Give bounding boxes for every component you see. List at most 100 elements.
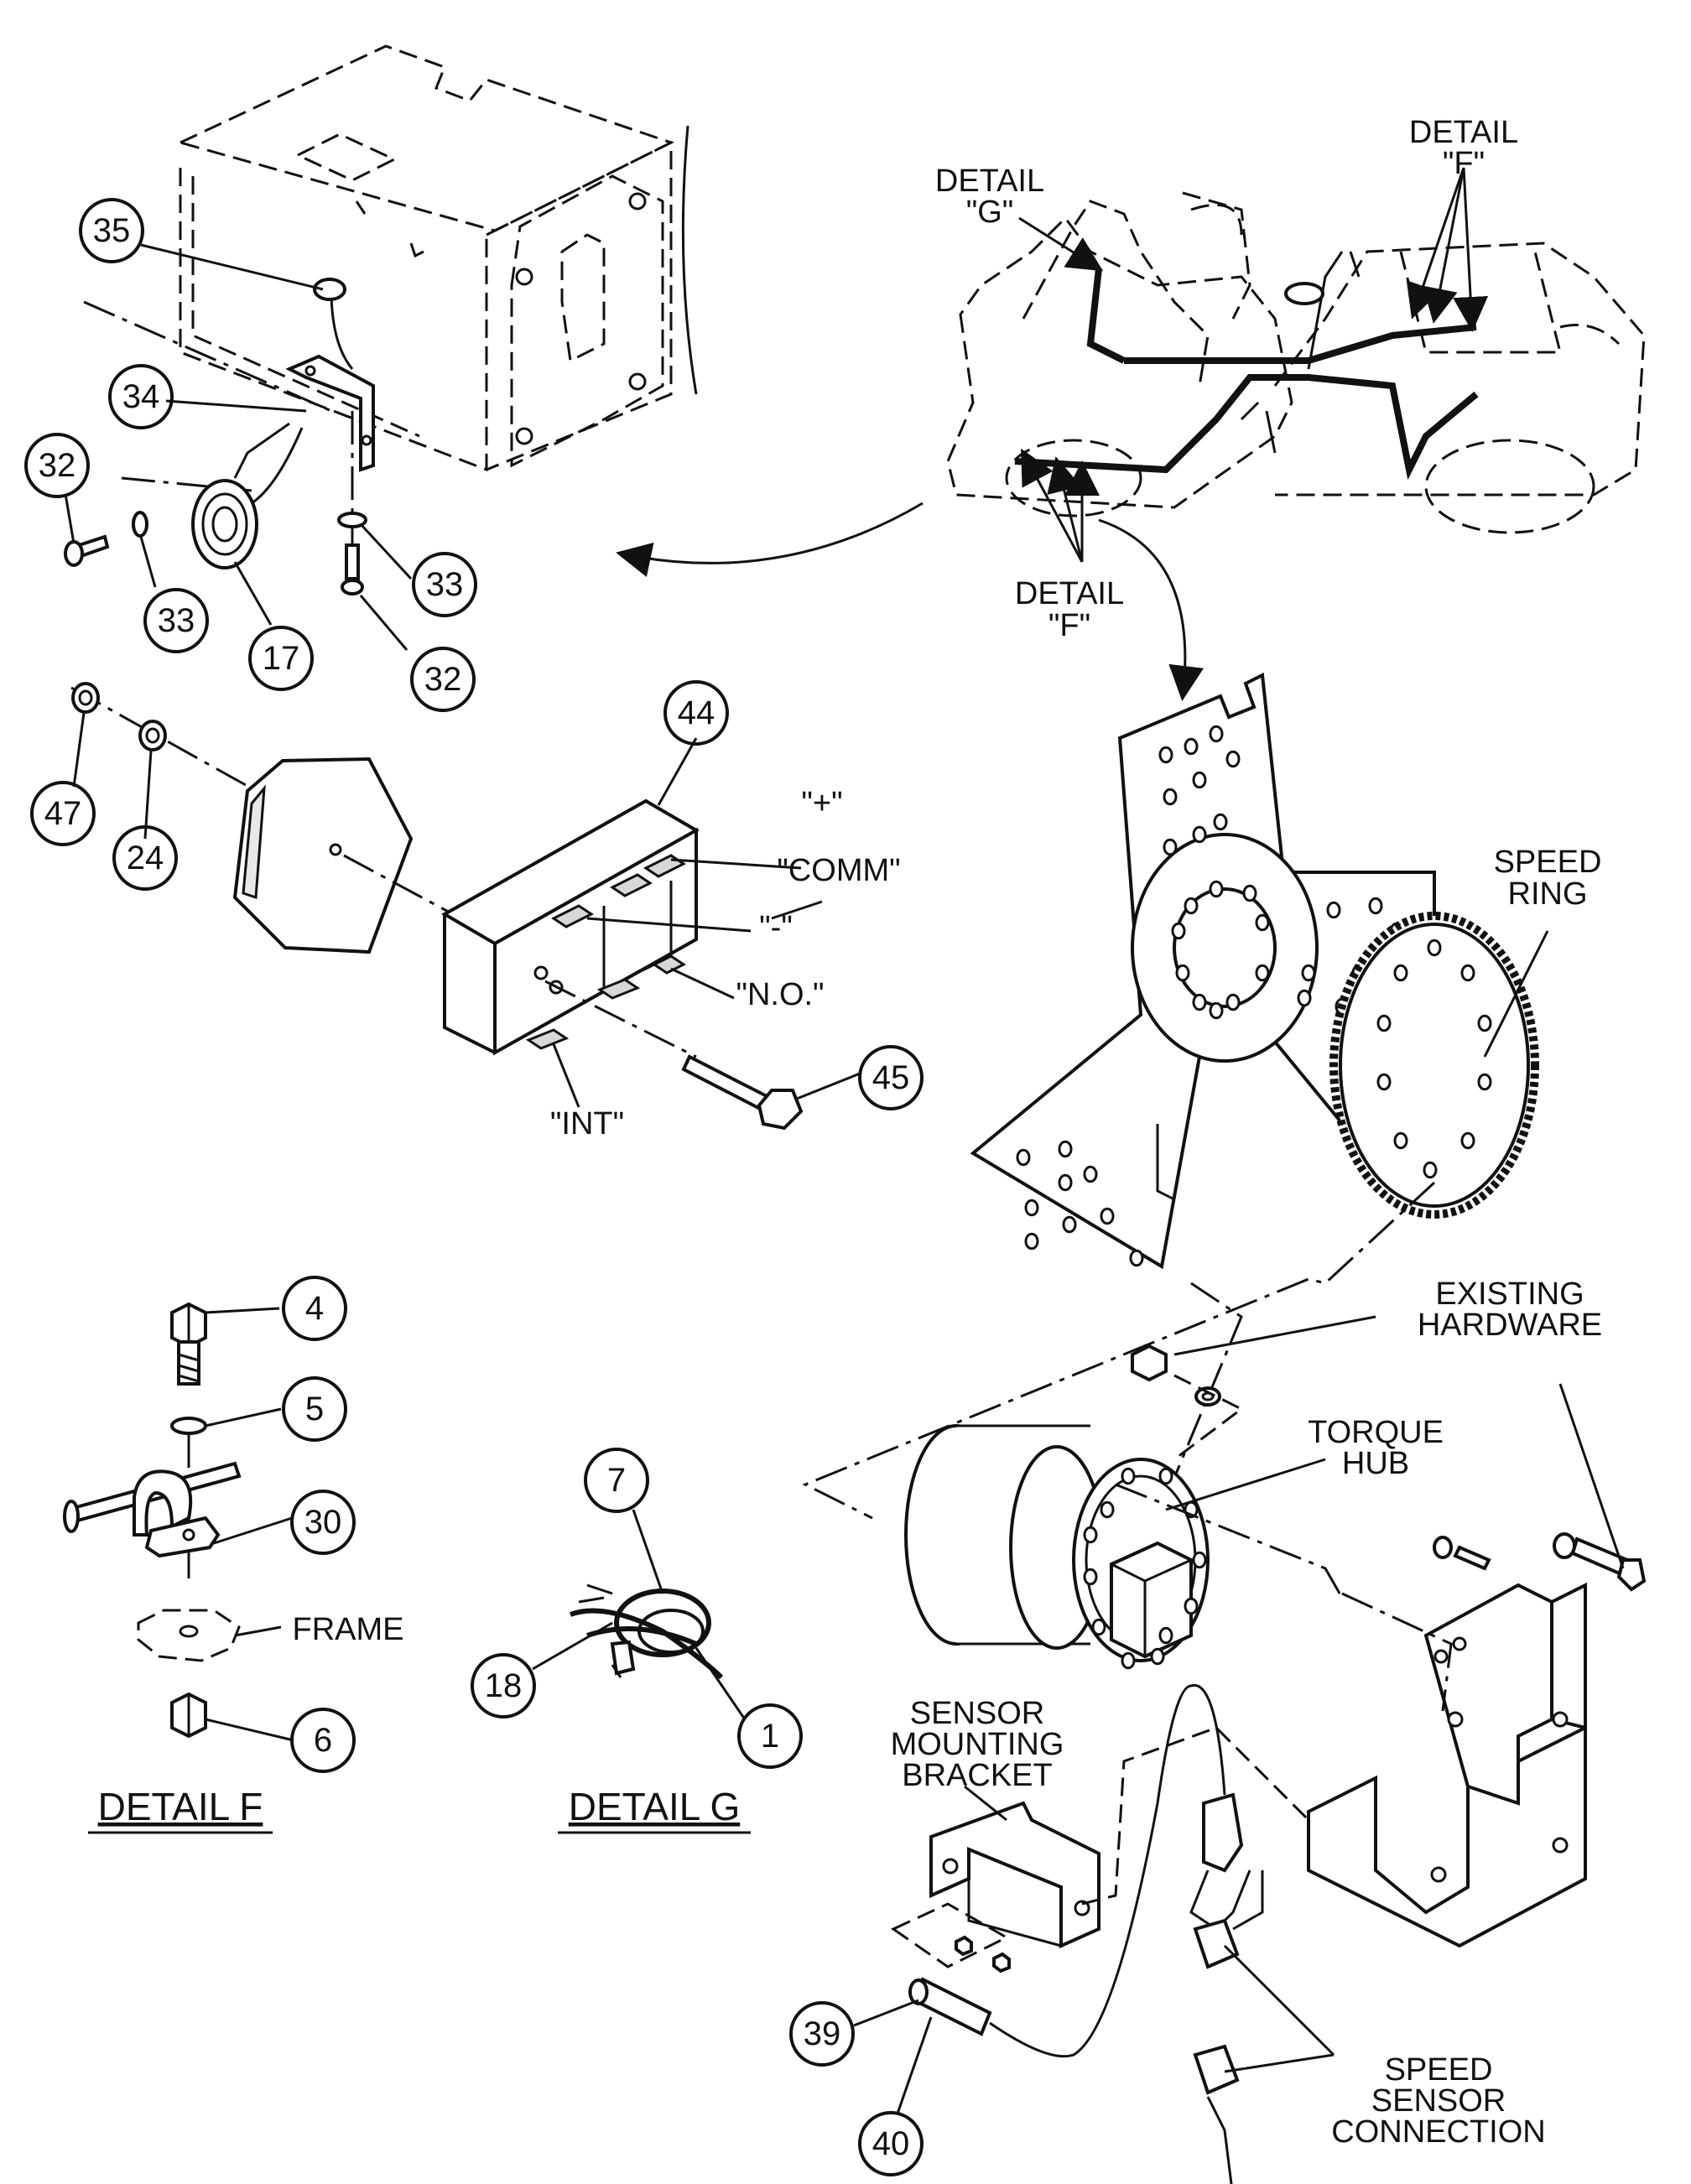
leader-line [853, 1999, 919, 2027]
callout-number: 35 [93, 212, 131, 249]
callout-number: 33 [158, 602, 195, 639]
label-speed-sensor-3: CONNECTION [1331, 2114, 1545, 2150]
callout-number: 17 [263, 640, 300, 677]
bolt-hole [1368, 897, 1383, 915]
washer-5 [170, 1417, 207, 1435]
label-sensor-bracket-3: BRACKET [902, 1758, 1052, 1793]
speed-ring-holes [1376, 939, 1492, 1179]
label-speed-sensor-2: SENSOR [1371, 2083, 1506, 2119]
callout-circle [30, 781, 96, 846]
bolt-hole [1058, 1173, 1073, 1192]
bolt-hole [1477, 1073, 1492, 1091]
bolt-hole [1209, 1001, 1224, 1020]
leader-line [695, 1647, 747, 1720]
label-existing-hardware-1: EXISTING [1435, 1277, 1584, 1312]
bolt-hole [1427, 939, 1442, 957]
bolt-hole [1024, 1232, 1039, 1251]
bracket-hole [942, 1858, 959, 1875]
bolt-hole [1209, 880, 1224, 898]
bolt-hole [1062, 1215, 1077, 1234]
terminal-no [596, 978, 641, 1000]
bracket-hole [1433, 1649, 1449, 1664]
callout-1: 1 [737, 1703, 803, 1769]
leader-line [139, 536, 157, 588]
callout-circle [584, 1448, 649, 1513]
leader-line [233, 561, 273, 626]
bolt-hole [1163, 788, 1178, 806]
label-torque-hub-2: HUB [1342, 1446, 1409, 1481]
bolt-hole [1158, 1626, 1173, 1645]
leader-line [359, 523, 413, 580]
hub-bracket [1115, 1483, 1587, 1948]
title-detail-g: DETAIL G [569, 1785, 740, 1828]
bolt-hole [1129, 1249, 1144, 1267]
bolt-hole [1121, 1651, 1136, 1670]
bolt-hole [1024, 1199, 1039, 1217]
callout-circle [79, 198, 144, 263]
leader-line [670, 967, 735, 1000]
bolt-hole [1083, 1526, 1098, 1544]
callout-circle [410, 647, 476, 712]
switch-hole [533, 965, 549, 980]
bolt-hole [1255, 913, 1270, 932]
callout-number: 7 [607, 1462, 626, 1499]
leader-line [72, 712, 86, 788]
bolt-hole [1158, 746, 1173, 764]
wire-harness [1014, 374, 1479, 481]
bolt-hole [1150, 1647, 1165, 1666]
bolt-hole [1376, 1014, 1392, 1032]
bolt-hole [1225, 993, 1241, 1011]
bolt-hole [1163, 838, 1178, 856]
plate-hole [329, 843, 342, 856]
bracket-hole [1552, 1711, 1569, 1728]
callout-number: 32 [424, 661, 462, 698]
existing-hardware [1131, 1344, 1647, 1592]
horn [191, 422, 304, 569]
leader-line [1173, 1315, 1376, 1356]
leader-line [205, 1407, 282, 1427]
callout-34: 34 [108, 364, 174, 429]
callout-45: 45 [858, 1045, 924, 1110]
bolt-hole [1100, 1207, 1115, 1225]
bolt-hole [1091, 1618, 1106, 1636]
torque-hub [904, 1424, 1210, 1662]
leader-line [1224, 2053, 1335, 2073]
label-terminal-int: "INT" [550, 1106, 624, 1141]
callout-circle [858, 2111, 924, 2176]
callout-6: 6 [290, 1708, 356, 1773]
callout-5: 5 [282, 1376, 347, 1442]
leader-line [213, 1516, 293, 1545]
bolt-hole [1058, 1140, 1073, 1158]
leader-line [205, 1718, 294, 1742]
leader-line [1453, 167, 1489, 332]
callout-number: 40 [872, 2125, 910, 2162]
callout-number: 34 [122, 378, 160, 415]
leader-line [359, 595, 408, 651]
panel-hole [628, 372, 647, 391]
callout-30: 30 [290, 1490, 356, 1555]
callout-circle [789, 2001, 855, 2067]
callout-circle [471, 1653, 536, 1719]
callout-number: 44 [678, 694, 715, 731]
callout-circle [143, 588, 209, 653]
callout-circle [663, 680, 729, 746]
callout-number: 33 [426, 566, 464, 603]
nut-6 [170, 1692, 207, 1739]
alignment-line [802, 1181, 1436, 1520]
plate-holes [1016, 725, 1404, 1267]
detail-f [63, 1302, 282, 1739]
bolt-4 [170, 1302, 207, 1386]
bracket-hole [1430, 1866, 1447, 1883]
nut [409, 242, 424, 258]
bolt-hole [1213, 813, 1228, 831]
callout-number: 24 [127, 840, 164, 876]
leader-line [796, 1072, 861, 1100]
bolt-hole [1376, 1073, 1392, 1091]
callout-44: 44 [663, 680, 729, 746]
label-speed-ring-1: SPEED [1494, 845, 1602, 880]
panel-hole [515, 427, 533, 445]
callout-7: 7 [584, 1448, 649, 1513]
post [1265, 410, 1277, 454]
terminal-int [525, 1028, 570, 1050]
terminal-minus [551, 904, 594, 928]
